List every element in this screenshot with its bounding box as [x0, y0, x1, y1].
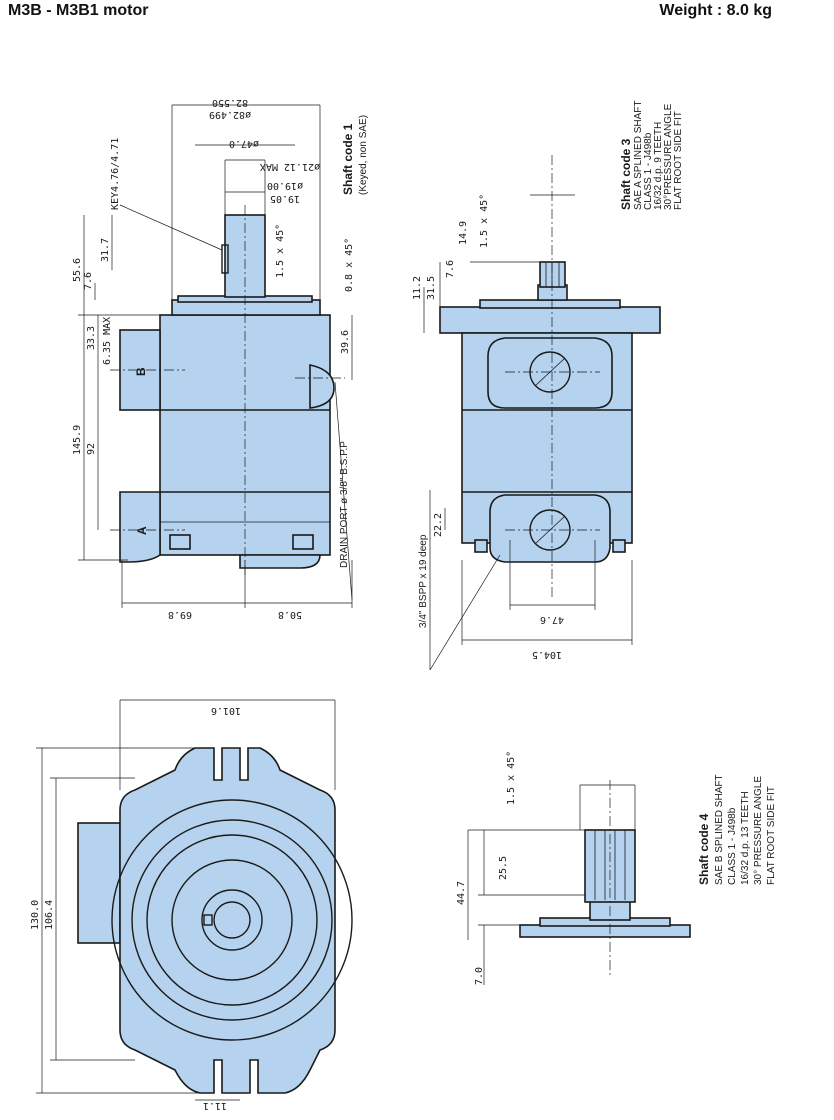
- shaft-code-4-line-1: SAE B SPLINED SHAFT: [714, 774, 725, 885]
- dim-chamfer-1: 1.5 x 45°: [275, 224, 286, 278]
- shaft-4-dim-25-5: 25.5: [498, 856, 509, 880]
- front-view-flange: [439, 306, 661, 334]
- front-port-note: 3/4" BSPP x 19 deep: [418, 534, 429, 628]
- dim-47: ø47.0: [229, 138, 259, 149]
- port-a-boss: [119, 491, 161, 563]
- dim-145-9: 145.9: [72, 425, 83, 455]
- dim-39-6: 39.6: [340, 330, 351, 354]
- bottom-dim-130: 130.0: [30, 900, 41, 930]
- front-dim-11-2: 11.2: [412, 276, 423, 300]
- port-b-pad: [487, 337, 613, 409]
- front-dim-14-9: 14.9: [458, 221, 469, 245]
- page-title: M3B - M3B1 motor: [8, 2, 149, 19]
- bottom-view-port-boss: [77, 822, 121, 944]
- side-view-key: [221, 244, 229, 274]
- shaft-code-4-title: Shaft code 4: [697, 813, 711, 885]
- drain-port-note: DRAIN PORT ø 3/8" B.S.P.P: [339, 441, 350, 568]
- shaft-4-view: 1.5 x 45° 44.7 25.5 7.0 Shaft code 4 SAE…: [456, 751, 777, 985]
- shaft-4-chamfer: 1.5 x 45°: [506, 751, 517, 805]
- dim-6-35: 6.35 MAX: [102, 317, 113, 365]
- shaft-code-1-sub: (Keyed, non SAE): [358, 115, 369, 195]
- dim-50-8: 50.8: [278, 609, 302, 620]
- weight-label: Weight : 8.0 kg: [659, 2, 772, 19]
- dim-19-00: ø19.00: [267, 180, 303, 191]
- dim-33-3: 33.3: [86, 326, 97, 350]
- front-dim-47-6: 47.6: [540, 614, 564, 625]
- front-dim-7-6: 7.6: [445, 260, 456, 278]
- bottom-dim-106-4: 106.4: [44, 900, 55, 930]
- dim-55-6: 55.6: [72, 258, 83, 282]
- front-view-spline-shaft: [539, 261, 566, 288]
- front-dim-31-5: 31.5: [426, 276, 437, 300]
- dim-key: KEY4.76/4.71: [110, 138, 121, 210]
- front-chamfer: 1.5 x 45°: [479, 194, 490, 248]
- dim-21-12: ø21.12 MAX: [260, 161, 320, 172]
- front-dim-104-5: 104.5: [532, 649, 562, 660]
- shaft-code-4-line-2: CLASS 1 - J498b: [727, 807, 738, 885]
- dim-69-8: 69.8: [168, 609, 192, 620]
- shaft-code-3-line-4: 30°PRESSURE ANGLE: [663, 103, 674, 210]
- bottom-dim-11-1: 11.1: [203, 1100, 227, 1111]
- dim-82-499: ø82.499: [209, 109, 251, 120]
- dim-chamfer-2: 0.8 x 45°: [344, 238, 355, 292]
- shaft-4-dim-44-7: 44.7: [456, 881, 467, 905]
- port-a-label: A: [135, 526, 149, 535]
- side-view: B A 82.550 ø82.499 ø47.0 ø21.12 MAX ø19.…: [72, 97, 369, 620]
- drain-boss: [309, 364, 335, 409]
- front-view: 1.5 x 45° 14.9 7.6 31.5 11.2 22.2 3/4" B…: [412, 101, 684, 671]
- dim-31-7: 31.7: [100, 238, 111, 262]
- port-a-pad: [489, 494, 611, 563]
- shaft-code-1-title: Shaft code 1: [341, 123, 355, 195]
- shaft-code-3-line-1: SAE A SPLINED SHAFT: [633, 101, 644, 210]
- shaft-code-3-title: Shaft code 3: [619, 138, 633, 210]
- shaft-code-3-line-5: FLAT ROOT SIDE FIT: [673, 111, 684, 210]
- shaft-code-4-line-5: FLAT ROOT SIDE FIT: [766, 786, 777, 885]
- bottom-view-ring-1: [111, 799, 353, 1041]
- front-dim-22-2: 22.2: [433, 513, 444, 537]
- shaft-code-3-line-3: 16/32 d.p. 9 TEETH: [653, 122, 664, 210]
- dim-92: 92: [86, 443, 97, 455]
- port-b-label: B: [134, 367, 148, 376]
- bottom-view: 101.6 130.0 106.4 11.1: [30, 699, 353, 1111]
- shaft-code-3-line-2: CLASS 1 - J498b: [643, 132, 654, 210]
- bottom-dim-101-6: 101.6: [211, 705, 241, 716]
- dim-7-6: 7.6: [83, 272, 94, 290]
- shaft-code-4-line-4: 30° PRESSURE ANGLE: [753, 776, 764, 885]
- shaft-4-dim-7-0: 7.0: [474, 967, 485, 985]
- dim-82-550: 82.550: [212, 97, 248, 108]
- dim-19-05: 19.05: [270, 193, 300, 204]
- shaft-code-4-line-3: 16/32 d.p. 13 TEETH: [740, 791, 751, 885]
